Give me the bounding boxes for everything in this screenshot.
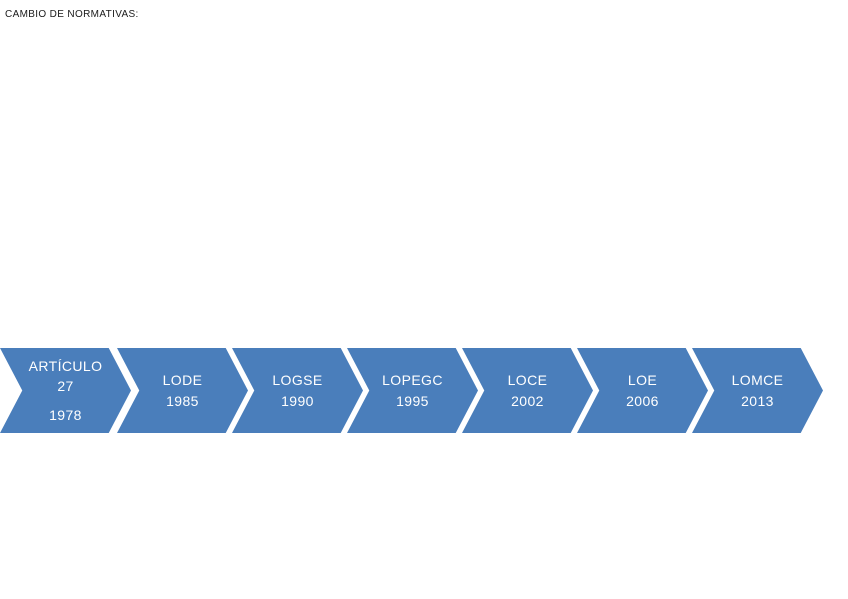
timeline-step-year: 1990 bbox=[281, 392, 314, 409]
timeline-step-label: LOE bbox=[627, 371, 658, 388]
timeline-step-label-second: 27 bbox=[57, 377, 74, 394]
timeline-step-label: LOPEGC bbox=[382, 371, 443, 388]
timeline-step-label: LOCE bbox=[507, 371, 548, 388]
timeline-step-year: 2013 bbox=[741, 392, 774, 409]
timeline-step-lopegc[interactable]: LOPEGC 1995 bbox=[347, 348, 478, 433]
timeline-step-label: LODE bbox=[162, 371, 203, 388]
timeline-step-loce[interactable]: LOCE 2002 bbox=[462, 348, 593, 433]
timeline-step-lomce[interactable]: LOMCE 2013 bbox=[692, 348, 823, 433]
timeline-step-year: 2006 bbox=[626, 392, 659, 409]
timeline-step-label: ARTÍCULO bbox=[28, 357, 103, 374]
timeline-step-lode[interactable]: LODE 1985 bbox=[117, 348, 248, 433]
normativas-timeline: ARTÍCULO 27 1978 LODE 1985 LOGSE 1990 LO… bbox=[0, 348, 848, 433]
timeline-step-year: 2002 bbox=[511, 392, 544, 409]
page-title: CAMBIO DE NORMATIVAS: bbox=[5, 9, 139, 20]
timeline-step-year: 1985 bbox=[166, 392, 199, 409]
timeline-step-label: LOGSE bbox=[272, 371, 323, 388]
timeline-step-articulo-27[interactable]: ARTÍCULO 27 1978 bbox=[0, 348, 131, 433]
timeline-step-logse[interactable]: LOGSE 1990 bbox=[232, 348, 363, 433]
timeline-step-label: LOMCE bbox=[731, 371, 784, 388]
timeline-step-year: 1978 bbox=[49, 406, 82, 423]
timeline-step-loe[interactable]: LOE 2006 bbox=[577, 348, 708, 433]
timeline-step-year: 1995 bbox=[396, 392, 429, 409]
